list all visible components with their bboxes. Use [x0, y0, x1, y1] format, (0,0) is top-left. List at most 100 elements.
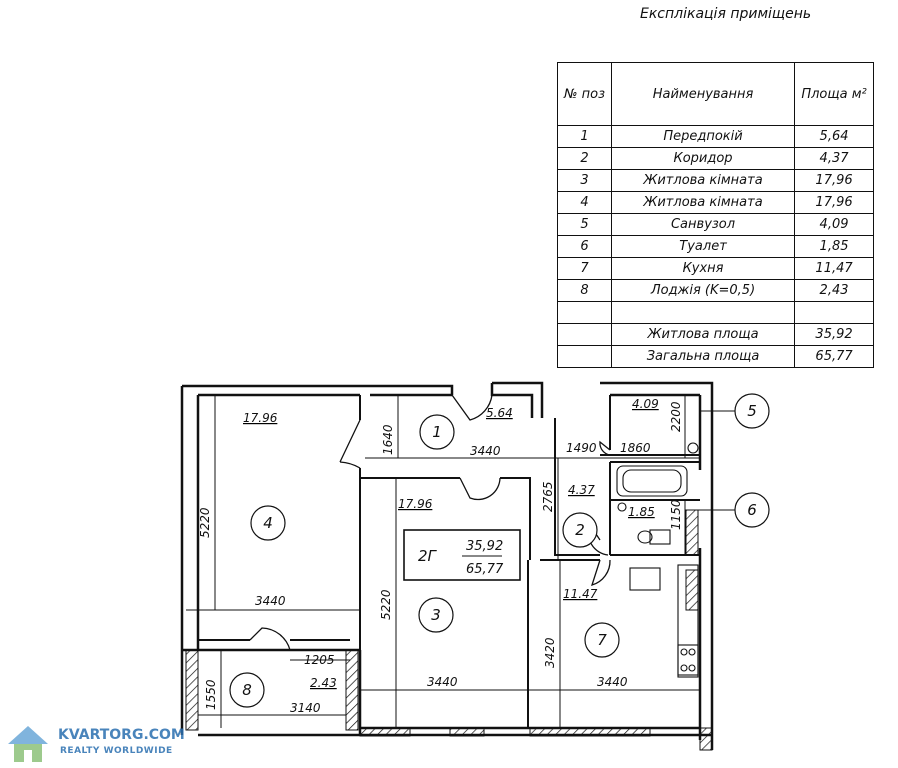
empty-cell: [611, 301, 796, 324]
room-marker-3: [418, 597, 454, 633]
room-area-4: 17.96: [243, 411, 278, 425]
door-arc: [459, 477, 501, 501]
room-number-5: 5: [747, 402, 757, 420]
dim-label: 1150: [669, 499, 683, 530]
dim-label: 1205: [304, 653, 335, 667]
empty-cell: [556, 323, 613, 346]
dim-label: 1860: [620, 441, 651, 455]
row-area: 1,85: [794, 235, 875, 258]
row-num: 8: [556, 279, 613, 302]
wc-sink: [617, 502, 627, 512]
floor-plan: 1 2 3 4 5 6 7 8 5.64 4.37 17.96 17.96 4.…: [180, 381, 770, 751]
room-numbers: 1 2 3 4 5 6 7 8: [242, 402, 757, 699]
row-area: 5,64: [794, 125, 875, 148]
total-area-value: 65,77: [794, 345, 875, 368]
dim-label: 1550: [204, 679, 218, 710]
partition-corridor: [540, 418, 600, 561]
row-num: 6: [556, 235, 613, 258]
masonry-segment: [345, 649, 359, 731]
burner: [680, 648, 688, 656]
door-arc: [591, 559, 611, 586]
row-name: Житлова кімната: [611, 191, 796, 214]
dim-label: 5220: [198, 507, 212, 538]
door-arc: [249, 627, 291, 651]
summary-total-area: 65,77: [466, 562, 504, 577]
dim-label: 3420: [543, 637, 557, 668]
watermark-logo: [8, 726, 48, 762]
dim-label: 3440: [427, 675, 458, 689]
masonry-segment: [449, 727, 485, 737]
room-marker-1: [419, 414, 455, 450]
room-number-3: 3: [431, 606, 441, 624]
door-arc: [339, 419, 361, 469]
partition-hall-south: [360, 477, 531, 560]
door-arc: [451, 394, 493, 421]
room-number-4: 4: [263, 514, 273, 532]
bathtub: [616, 465, 688, 497]
toilet-tank: [649, 529, 671, 545]
dim-label: 2200: [669, 401, 683, 432]
table-header-row: № поз Найменування Площа м²: [556, 62, 875, 126]
kitchen-counter: [677, 564, 699, 678]
col-area-header: Площа м²: [794, 62, 875, 126]
outer-wall-north: [182, 384, 454, 397]
row-area: 2,43: [794, 279, 875, 302]
house-icon: [8, 726, 48, 762]
dimension-lines: [186, 395, 735, 728]
bath-sink: [687, 442, 699, 454]
row-num: 5: [556, 213, 613, 236]
room-number-1: 1: [432, 423, 442, 441]
row-name: Кухня: [611, 257, 796, 280]
room-number-7: 7: [597, 631, 607, 649]
apartment-summary: 2Г 35,92 65,77: [418, 539, 504, 577]
row-area: 11,47: [794, 257, 875, 280]
row-name: Лоджія (K=0,5): [611, 279, 796, 302]
outer-wall-west: [180, 386, 200, 735]
room-markers: [229, 393, 770, 708]
row-area: 17,96: [794, 169, 875, 192]
room-area-6: 1.85: [628, 505, 655, 519]
watermark-tagline: REALTY WORLDWIDE: [60, 746, 173, 756]
dim-label: 3140: [290, 701, 321, 715]
room-number-2: 2: [575, 521, 585, 539]
masonry-segment: [359, 727, 411, 737]
masonry: [185, 509, 713, 751]
toilet-bowl: [637, 530, 653, 544]
masonry-segment: [529, 727, 651, 737]
dim-label: 1640: [381, 424, 395, 455]
watermark-brand: KVARTORG.COM: [58, 727, 185, 743]
burner: [688, 648, 696, 656]
room-areas: 5.64 4.37 17.96 17.96 4.09 1.85 11.47 2.…: [243, 397, 659, 690]
living-area-label: Житлова площа: [611, 323, 796, 346]
explication-heading: Експлікація приміщень: [640, 6, 812, 22]
dim-label: 3440: [597, 675, 628, 689]
row-name: Туалет: [611, 235, 796, 258]
room-area-2: 4.37: [568, 483, 595, 497]
row-name: Житлова кімната: [611, 169, 796, 192]
dim-label: 3440: [255, 594, 286, 608]
room-area-1: 5.64: [486, 406, 513, 420]
row-num: 1: [556, 125, 613, 148]
burner: [688, 664, 696, 672]
dim-label: 1490: [566, 441, 597, 455]
row-num: 2: [556, 147, 613, 170]
row-area: 4,09: [794, 213, 875, 236]
partition-bath: [600, 395, 700, 463]
room-marker-7: [584, 622, 620, 658]
row-num: 7: [556, 257, 613, 280]
stove: [677, 644, 699, 676]
table-row-empty: [556, 301, 875, 324]
dim-label: 2765: [541, 481, 555, 512]
room-number-8: 8: [242, 681, 252, 699]
dim-label: 5220: [379, 589, 393, 620]
col-name-header: Найменування: [611, 62, 796, 126]
door-arc: [599, 440, 611, 456]
